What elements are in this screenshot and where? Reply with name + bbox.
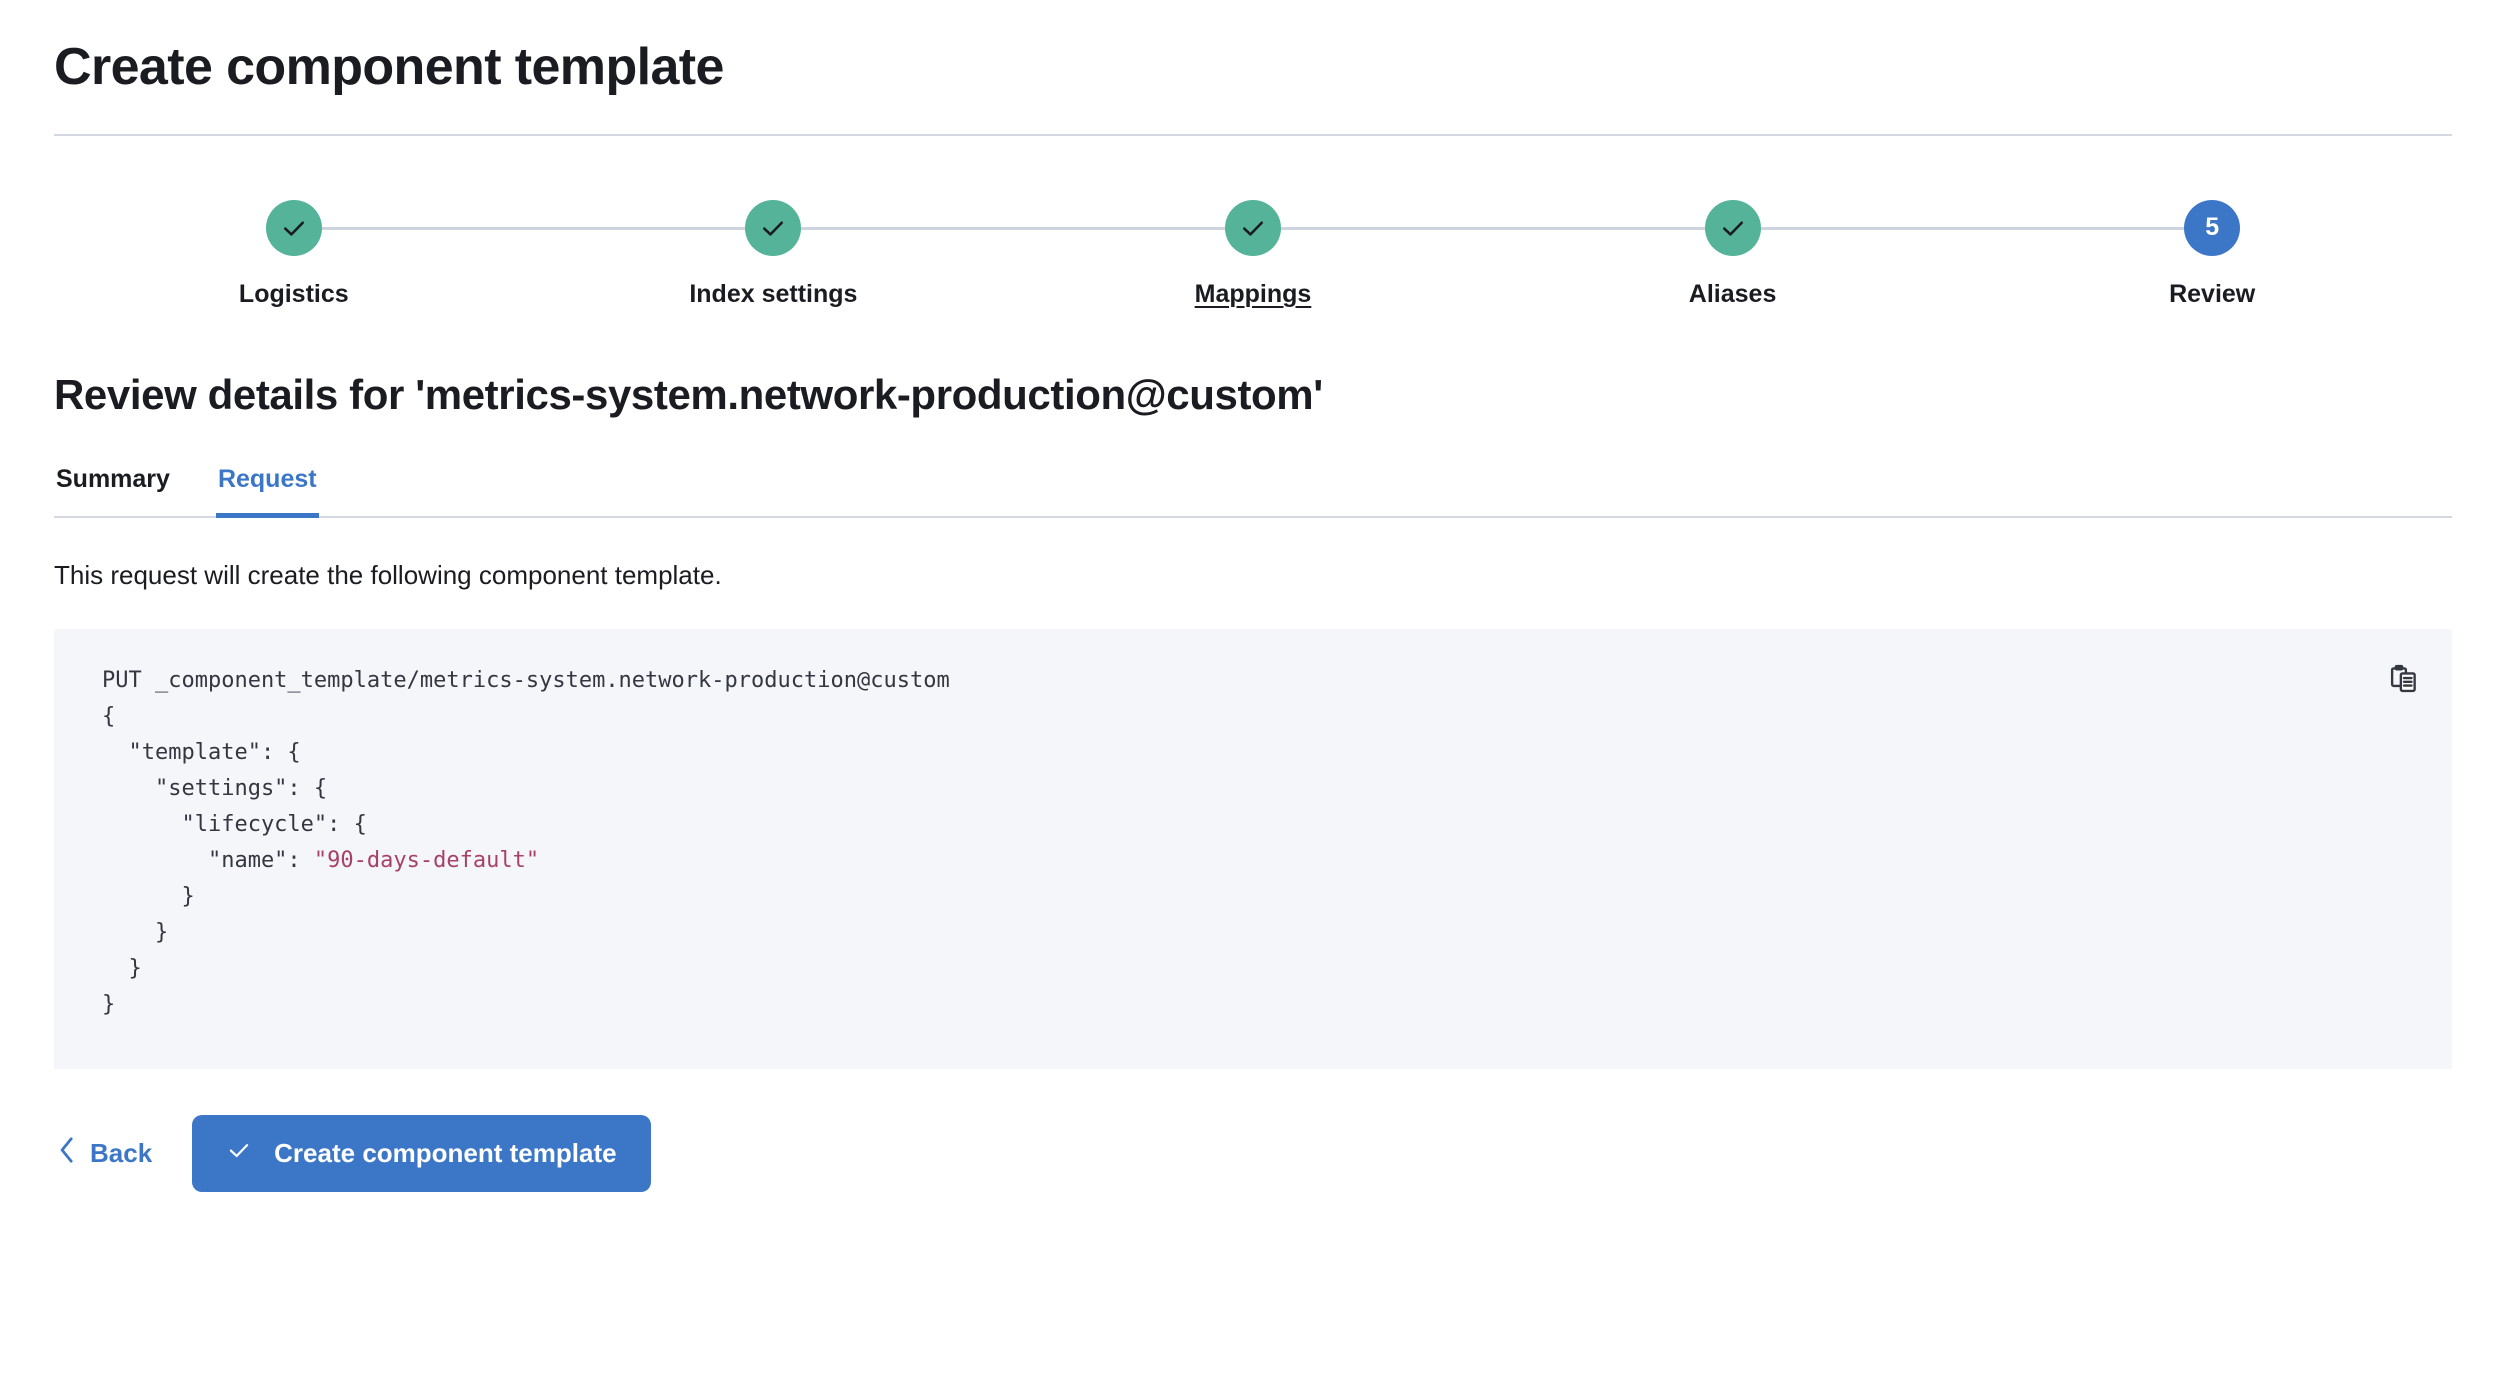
step-connector: [1972, 226, 2185, 230]
code-line: }: [102, 883, 195, 909]
step-status-complete-icon: [265, 199, 322, 256]
chevron-left-icon: [58, 1136, 76, 1171]
code-line: }: [102, 991, 116, 1017]
step-label-mappings[interactable]: Mappings: [1194, 279, 1312, 308]
create-component-template-button[interactable]: Create component template: [192, 1114, 651, 1192]
copy-clipboard-icon[interactable]: [2382, 657, 2426, 701]
back-button[interactable]: Back: [54, 1126, 156, 1181]
review-details-title: Review details for 'metrics-system.netwo…: [54, 370, 1323, 418]
create-component-template-button-label: Create component template: [274, 1137, 617, 1168]
back-button-label: Back: [90, 1137, 153, 1168]
step-logistics[interactable]: Logistics: [54, 199, 534, 309]
request-code-panel: PUT _component_template/metrics-system.n…: [54, 628, 2452, 1069]
step-status-complete-icon: [1704, 199, 1761, 256]
code-line-key: "name":: [102, 847, 314, 873]
code-line: "settings": {: [102, 775, 328, 801]
code-line: {: [102, 703, 116, 729]
code-line: "lifecycle": {: [102, 811, 367, 837]
step-status-complete-icon: [1224, 199, 1281, 256]
tab-summary[interactable]: Summary: [54, 465, 172, 516]
step-connector: [1492, 226, 1705, 230]
step-mappings[interactable]: Mappings: [1013, 199, 1493, 309]
detail-tabs: Summary Request: [54, 465, 2452, 518]
step-number-review: 5: [2184, 199, 2241, 256]
tab-request[interactable]: Request: [215, 465, 319, 518]
step-connector: [1760, 226, 1973, 230]
header-divider: [54, 133, 2452, 136]
step-label-review[interactable]: Review: [2169, 279, 2256, 308]
step-aliases[interactable]: Aliases: [1492, 199, 1973, 309]
step-status-complete-icon: [745, 199, 802, 256]
request-description: This request will create the following c…: [54, 559, 722, 590]
step-connector: [1280, 226, 1493, 230]
page-title: Create component template: [54, 38, 724, 96]
step-connector: [533, 226, 746, 230]
step-connector: [1013, 226, 1225, 230]
code-line-value: "90-days-default": [313, 847, 540, 873]
request-code-block: PUT _component_template/metrics-system.n…: [54, 663, 2452, 1023]
code-line: }: [102, 955, 142, 981]
step-connector: [801, 226, 1014, 230]
step-index-settings[interactable]: Index settings: [533, 199, 1014, 309]
wizard-footer: Back Create component template: [54, 1114, 2452, 1192]
step-label-aliases[interactable]: Aliases: [1688, 279, 1777, 308]
code-line: PUT _component_template/metrics-system.n…: [102, 667, 950, 693]
wizard-stepper: Logistics Index settings Mappings Alia: [54, 199, 2452, 309]
step-label-index-settings[interactable]: Index settings: [689, 279, 858, 308]
code-line: }: [102, 919, 169, 945]
code-line: "template": {: [102, 739, 301, 765]
step-connector: [321, 226, 534, 230]
step-review[interactable]: 5 Review: [1972, 199, 2452, 309]
step-label-logistics[interactable]: Logistics: [238, 279, 349, 308]
check-icon: [226, 1137, 252, 1170]
